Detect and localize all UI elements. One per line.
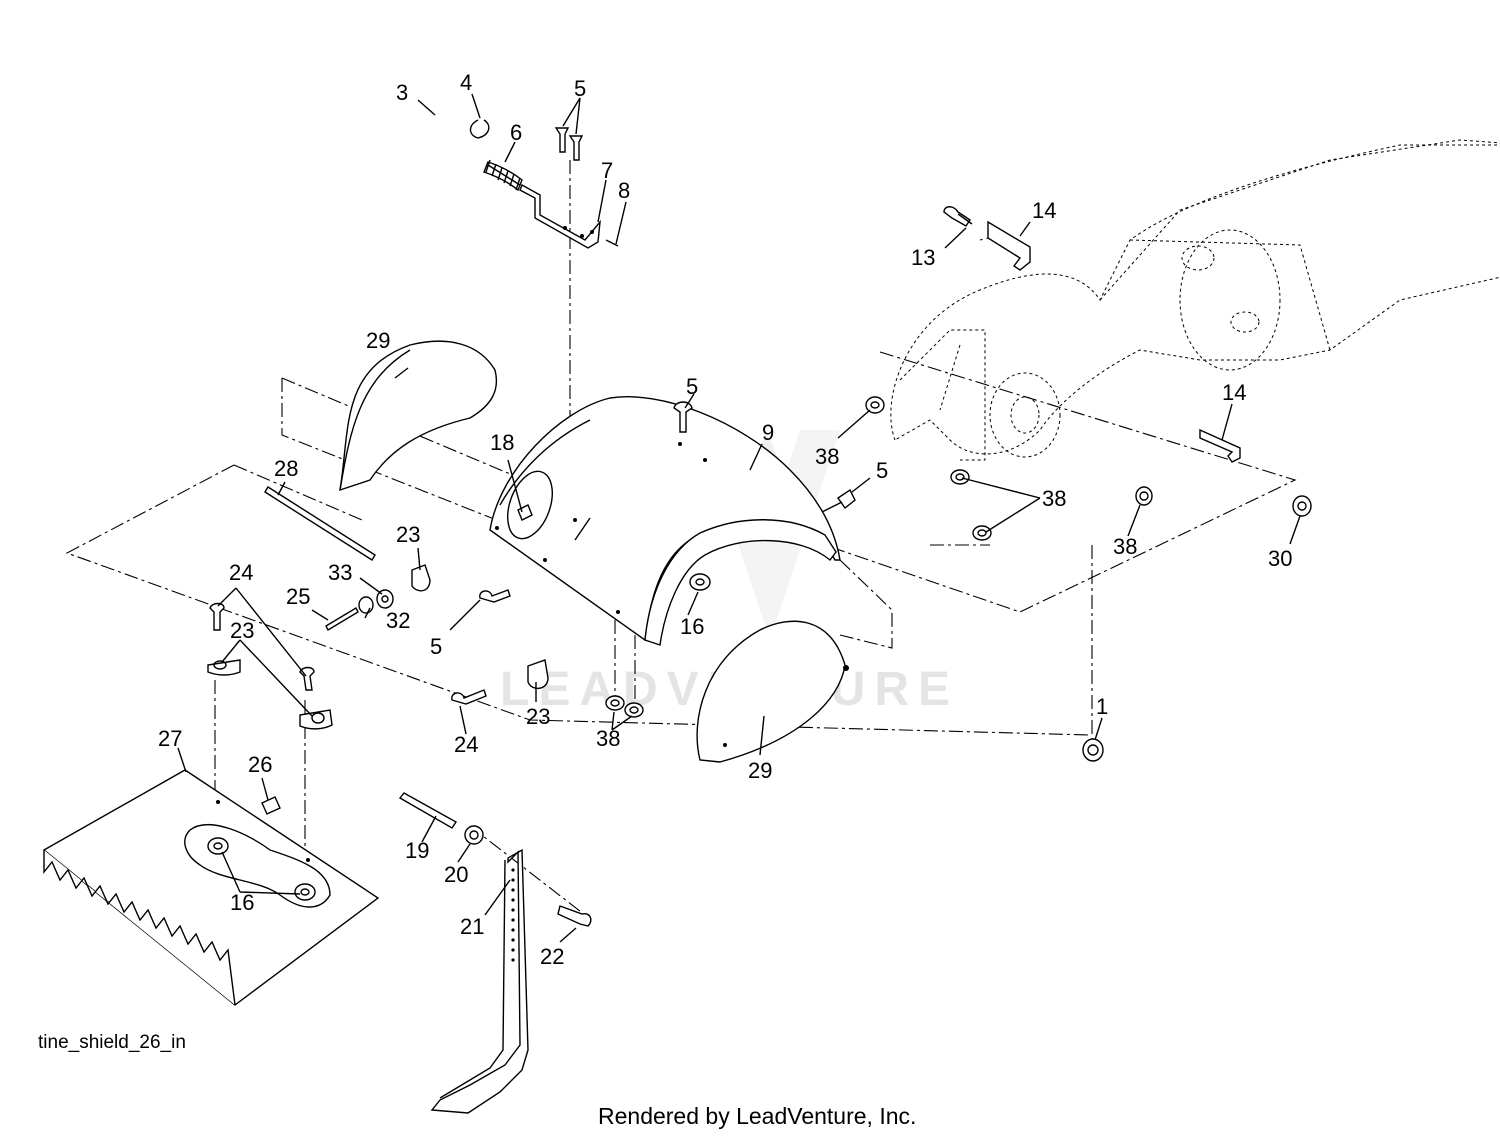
clamp-23-right xyxy=(299,709,333,730)
callout-32: 32 xyxy=(386,608,410,633)
callout-22: 22 xyxy=(540,944,564,969)
callout-38-lower: 38 xyxy=(596,726,620,751)
tiller-frame-ghost xyxy=(890,139,1500,461)
callout-38-pair: 38 xyxy=(1042,486,1066,511)
hitch-pin-3 xyxy=(433,113,474,162)
callout-6: 6 xyxy=(510,120,522,145)
rod-28 xyxy=(264,486,376,561)
nut-32 xyxy=(358,596,374,614)
hitch-bracket-7 xyxy=(519,184,601,249)
callout-23-center: 23 xyxy=(396,522,420,547)
callout-29-lower: 29 xyxy=(748,758,772,783)
callout-5-left: 5 xyxy=(430,634,442,659)
bolt-22 xyxy=(557,905,592,927)
tine-shield-9 xyxy=(489,396,841,646)
callout-24-left: 24 xyxy=(229,560,253,585)
callout-14-top: 14 xyxy=(1032,198,1056,223)
bolt-5-left xyxy=(479,589,511,603)
stake-holes xyxy=(511,868,515,962)
spring-6 xyxy=(483,159,523,192)
clamp-23-left xyxy=(207,659,241,676)
spacer-16-shield xyxy=(689,573,711,591)
leader-lines xyxy=(177,93,1301,943)
callout-23-lower: 23 xyxy=(526,704,550,729)
nut-38-pair xyxy=(950,469,992,541)
callout-14-right: 14 xyxy=(1222,380,1246,405)
washer-33 xyxy=(376,589,394,609)
callout-5-right: 5 xyxy=(876,458,888,483)
callout-33: 33 xyxy=(328,560,352,585)
callout-21: 21 xyxy=(460,914,484,939)
callout-1: 1 xyxy=(1096,694,1108,719)
callout-24-lower: 24 xyxy=(454,732,478,757)
callout-28: 28 xyxy=(274,456,298,481)
nut-30 xyxy=(1292,495,1312,517)
callout-30: 30 xyxy=(1268,546,1292,571)
callout-8: 8 xyxy=(618,178,630,203)
callout-16-shield: 16 xyxy=(680,614,704,639)
callout-5-shield: 5 xyxy=(686,374,698,399)
diagram-caption: tine_shield_26_in xyxy=(38,1032,186,1053)
callout-25: 25 xyxy=(286,584,310,609)
carriage-bolts-5-top xyxy=(554,127,584,161)
nuts-38-lower xyxy=(605,695,644,718)
bolt-24-lower xyxy=(451,689,487,705)
pin-25 xyxy=(325,607,359,631)
callout-19: 19 xyxy=(405,838,429,863)
callout-27: 27 xyxy=(158,726,182,751)
nut-20 xyxy=(464,825,484,845)
callout-16-plate: 16 xyxy=(230,890,254,915)
callout-20: 20 xyxy=(444,862,468,887)
callout-3: 3 xyxy=(396,80,408,105)
nut-38-right xyxy=(1135,486,1153,506)
callout-4: 4 xyxy=(460,70,472,95)
spring-pin-8 xyxy=(605,239,619,247)
bracket-14-right xyxy=(1199,428,1241,463)
bolt-5-right xyxy=(821,488,856,513)
callout-38-right: 38 xyxy=(1113,534,1137,559)
callout-labels: 3 4 5 6 7 8 13 14 14 29 5 9 38 5 38 38 3… xyxy=(158,70,1292,969)
pin-19 xyxy=(398,792,458,829)
callout-5-top: 5 xyxy=(574,76,586,101)
callout-13: 13 xyxy=(911,245,935,270)
callout-18: 18 xyxy=(490,430,514,455)
pin-slot xyxy=(574,517,591,541)
depth-stake-21 xyxy=(430,848,529,1114)
bolt-24-left xyxy=(209,602,225,631)
callout-29-upper: 29 xyxy=(366,328,390,353)
callout-9: 9 xyxy=(762,420,774,445)
clamp-23-lower xyxy=(527,659,549,689)
callout-38-upper: 38 xyxy=(815,444,839,469)
bracket-14-top xyxy=(987,220,1031,271)
bolt-13 xyxy=(943,206,973,227)
callout-23-left: 23 xyxy=(230,618,254,643)
side-shield-29-lower xyxy=(696,620,849,763)
footer-credit: Rendered by LeadVenture, Inc. xyxy=(598,1103,916,1129)
callout-26: 26 xyxy=(248,752,272,777)
side-shield-29-upper xyxy=(339,340,497,492)
callout-7: 7 xyxy=(601,158,613,183)
tine-guard-27 xyxy=(42,769,380,1006)
spacers-16-plate xyxy=(207,837,316,901)
clamp-23-center xyxy=(411,564,431,592)
label-26 xyxy=(261,796,281,815)
hair-clip-4 xyxy=(469,119,490,139)
nut-38-upper xyxy=(865,396,885,414)
bolt-5-shield-top xyxy=(673,401,693,433)
nut-1 xyxy=(1082,738,1104,762)
